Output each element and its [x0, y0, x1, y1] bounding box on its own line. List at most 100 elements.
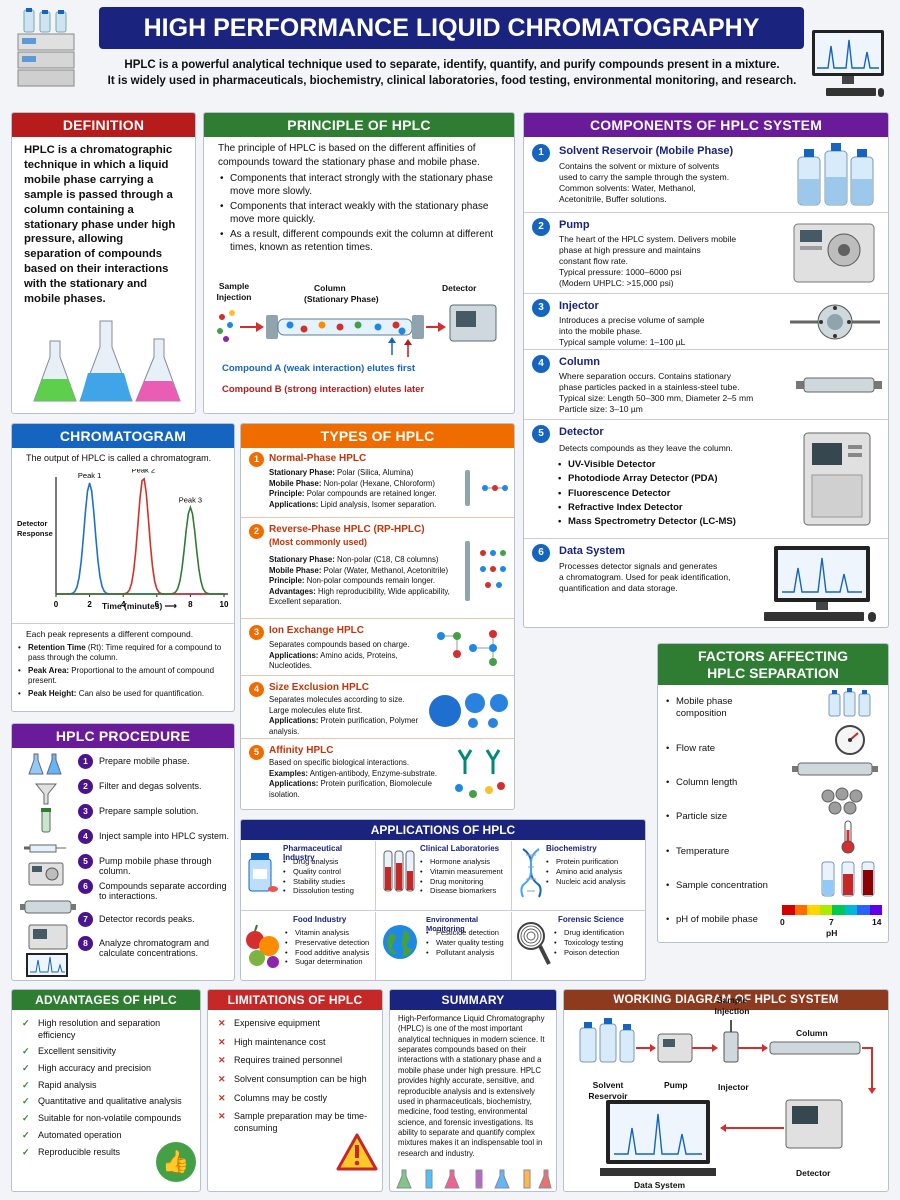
intro-line-1: HPLC is a powerful analytical technique … [124, 59, 780, 71]
syringe-icon [24, 844, 66, 853]
app-group: Clinical Laboratories Hormone analysisVi… [376, 841, 512, 911]
wd-label-column: Column [796, 1028, 828, 1038]
chromatogram-note: Each peak represents a different compoun… [26, 629, 194, 639]
row-val: Polar (Silica, Alumina) [334, 468, 414, 477]
app-item: Stability studies [281, 877, 373, 887]
wd-label-line: Solvent [592, 1080, 624, 1090]
beakers-icon [28, 753, 62, 775]
desc-line: constant flow rate. [559, 256, 628, 267]
app-item: Amino acid analysis [544, 867, 644, 877]
desc-line: Introduces a precise volume of sample [559, 315, 705, 325]
limitations-list: Expensive equipment High maintenance cos… [208, 1010, 382, 1135]
chromatogram-bullet: Peak Area: Proportional to the amount of… [16, 666, 230, 687]
app-group-name: Clinical Laboratories [420, 844, 500, 853]
row-key: Stationary Phase: [269, 468, 335, 477]
detector-list: UV-Visible Detector Photodiode Array Det… [556, 459, 796, 531]
principle-intro: The principle of HPLC is based on the di… [218, 143, 480, 168]
factor-item: Temperature [664, 846, 784, 859]
desc-line: Acetonitrile, Buffer solutions. [559, 194, 667, 205]
wd-label-line: Reservoir [588, 1091, 628, 1102]
wd-label-injection: Sample Injection [710, 995, 754, 1017]
app-group-list: Pesticide detectionWater quality testing… [424, 928, 512, 957]
advantage-item: Excellent sensitivity [22, 1046, 192, 1058]
working-diagram-heading: WORKING DIAGRAM OF HPLC SYSTEM [564, 990, 888, 1010]
row-val: Antigen-antibody, Enzyme-substrate. [308, 768, 438, 778]
particles-icon [821, 787, 863, 815]
vial-icon [41, 808, 51, 833]
app-group: Pharmaceutical Industry Drug analysisQua… [241, 841, 376, 911]
principle-panel: PRINCIPLE OF HPLC The principle of HPLC … [203, 112, 515, 414]
row-key: Principle: [269, 489, 305, 499]
type-row: Examples: Antigen-antibody, Enzyme-subst… [269, 769, 444, 780]
factors-title-line: FACTORS AFFECTING [697, 648, 849, 664]
column-molecules-icon [465, 541, 506, 601]
row-val: High reproducibility, Wide applicability… [269, 586, 450, 607]
ph-band [807, 905, 820, 915]
component-number: 4 [532, 355, 550, 373]
types-panel: TYPES OF HPLC 1 Normal-Phase HPLC Statio… [240, 423, 515, 810]
wd-label-line: Sample [716, 995, 748, 1005]
principle-bullets: Components that interact strongly with t… [204, 172, 514, 254]
advantage-item: Quantitative and qualitative analysis [22, 1096, 192, 1108]
app-item: Toxicology testing [552, 938, 645, 948]
factor-item: Column length [664, 777, 784, 790]
component-desc: Where separation occurs. Contains statio… [559, 371, 804, 415]
type-row: Stationary Phase: Polar (Silica, Alumina… [269, 468, 464, 479]
app-item: Nucleic acid analysis [544, 877, 644, 887]
type-row: Principle: Non-polar compounds remain lo… [269, 576, 469, 587]
step-text: Pump mobile phase through column. [99, 856, 212, 876]
step-number: 8 [78, 936, 93, 951]
advantages-heading: ADVANTAGES OF HPLC [12, 990, 200, 1010]
definition-heading: DEFINITION [12, 113, 195, 137]
column-length-icon [792, 762, 878, 776]
step-number: 2 [78, 779, 93, 794]
peak-label: Peak 3 [179, 495, 202, 504]
dna-icon [520, 848, 542, 898]
row-key: Principle: [269, 576, 305, 586]
term: Peak Area: [28, 665, 70, 675]
type-rows: Stationary Phase: Polar (Silica, Alumina… [269, 468, 464, 510]
globe-icon [383, 925, 417, 959]
computer-icon [764, 546, 876, 622]
desc-line: quantification and data storage. [559, 583, 678, 594]
desc-line: into the mobile phase. [559, 326, 643, 337]
detector-type: Photodiode Array Detector (PDA) [556, 473, 796, 486]
limitation-item: Requires trained personnel [218, 1055, 374, 1067]
ion-molecules-icon [437, 630, 497, 666]
app-group-list: Drug identificationToxicology testingPoi… [552, 928, 645, 957]
definition-panel: DEFINITION HPLC is a chromatographic tec… [11, 112, 196, 414]
pump-small-icon [28, 862, 64, 886]
chromatogram-bullets: Retention Time (Rt): Time required for a… [16, 643, 230, 701]
row-key: Applications: [269, 650, 319, 660]
app-item: Quality control [281, 867, 373, 877]
ph-label: pH [826, 928, 838, 938]
limitations-panel: LIMITATIONS OF HPLC Expensive equipment … [207, 989, 383, 1192]
advantage-item: High resolution and separation efficienc… [22, 1018, 192, 1041]
app-group-name: Forensic Science [558, 915, 624, 924]
type-item: 4 Size Exclusion HPLC Separates molecule… [241, 677, 514, 739]
advantages-list: High resolution and separation efficienc… [12, 1010, 200, 1158]
app-item: Dissolution testing [281, 886, 373, 896]
component-number: 3 [532, 299, 550, 317]
type-row: Mobile Phase: Polar (Water, Methanol, Ac… [269, 566, 469, 577]
type-name: Normal-Phase HPLC [269, 453, 367, 464]
type-number: 4 [249, 682, 264, 697]
chromatogram-panel: CHROMATOGRAM The output of HPLC is calle… [11, 423, 235, 712]
label-stationary-phase: (Stationary Phase) [304, 294, 379, 304]
step-text: Detector records peaks. [99, 914, 195, 924]
header-instrument-left [14, 8, 84, 88]
thumbs-up-icon: 👍 [156, 1142, 196, 1182]
component-item-reservoir: 1 Solvent Reservoir (Mobile Phase) Conta… [524, 141, 888, 213]
type-row: Stationary Phase: Non-polar (C18, C8 col… [269, 555, 469, 566]
term-desc: Proportional to the amount of compound p… [28, 665, 215, 686]
ph-tick-7: 7 [829, 917, 834, 927]
app-group-list: Vitamin analysisPreservative detectionFo… [283, 928, 375, 967]
ylabel-line: Response [17, 528, 53, 538]
app-group-list: Protein purificationAmino acid analysisN… [544, 857, 644, 886]
limitation-item: Solvent consumption can be high [218, 1074, 374, 1086]
app-item: Drug analysis [281, 857, 373, 867]
component-desc: Processes detector signals and generates… [559, 561, 799, 594]
